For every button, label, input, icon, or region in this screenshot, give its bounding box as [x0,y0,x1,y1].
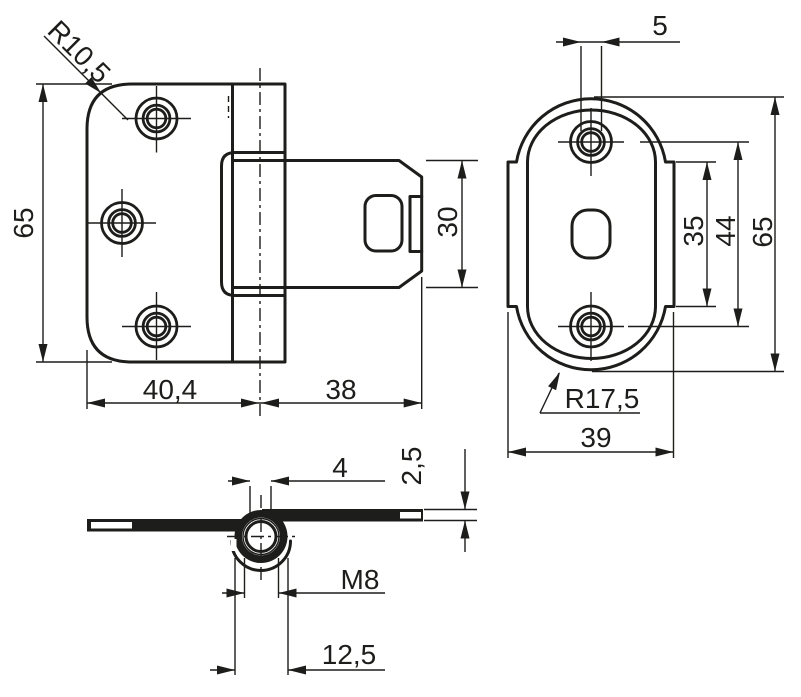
right-leaf-section [262,509,423,522]
right-leaf-notch-void [400,512,421,519]
tab-slot [363,194,404,253]
dim-plate-width-39-label: 39 [580,422,611,453]
counter-plate-inner-contour [526,108,657,360]
counter-plate-outline [506,97,676,372]
dimension-thread: M8 [222,558,385,598]
dimension-hole-spacing: 44 [628,141,749,328]
left-leaf-hole-void [91,522,132,529]
dimension-knuckle-offset: 4 [228,452,385,514]
plate-center-slot [570,208,612,260]
dimension-leaf-thickness: 2,5 [396,447,477,552]
dimension-flat-length: 35 [676,161,716,308]
dim-plate-width-label: 40,4 [143,374,198,405]
dim-thread-label: M8 [341,564,380,595]
counter-plate-view: 5 35 44 65 R17,5 [506,10,784,458]
dimension-end-radius: R17,5 [539,372,640,414]
dim-front-height-label: 65 [8,207,39,238]
dimension-knuckle-diameter: 12,5 [210,558,385,675]
curl-end-gap [230,539,237,551]
dimension-corner-radius: R10,5 [42,14,129,121]
plate-hole-top [558,108,624,176]
dimension-front-height: 65 [8,83,112,363]
dim-tab-height-label: 30 [432,206,463,237]
dim-knuckle-offset-label: 4 [332,452,348,483]
dim-leaf-thickness-label: 2,5 [396,447,427,486]
dim-plate-height-label: 65 [747,216,778,247]
dim-hole-dia-label: 5 [652,10,668,41]
side-view: 4 2,5 M8 12,5 [87,447,477,675]
dim-end-radius-label: R17,5 [565,383,640,414]
knuckle-barrel [227,495,297,583]
screw-hole-middle [88,189,156,257]
dim-front-radius-label: R10,5 [42,14,117,89]
screw-hole-bottom [122,292,191,360]
hinge-plate-outline [85,82,287,364]
dimension-plate-height: 65 [592,96,784,373]
dimension-hole-diameter: 5 [556,10,680,131]
screw-hole-top [122,86,191,153]
tab-edge-notch [408,195,424,253]
dimension-plate-width: 40,4 38 [86,277,423,409]
dim-flat-length-label: 35 [678,215,709,246]
plate-hole-bottom [558,292,624,361]
dim-hole-spacing-label: 44 [710,215,741,246]
knuckle-centerlines [227,495,297,583]
knuckle-wrap-outline [220,151,287,297]
dimension-plate-width-39: 39 [507,312,675,458]
dimension-tab-height: 30 [426,159,478,289]
dim-knuckle-diameter-label: 12,5 [322,639,377,670]
dim-tab-width-label: 38 [325,374,356,405]
front-view: R10,5 65 40,4 38 30 [8,14,478,416]
tab-outline [231,159,424,289]
